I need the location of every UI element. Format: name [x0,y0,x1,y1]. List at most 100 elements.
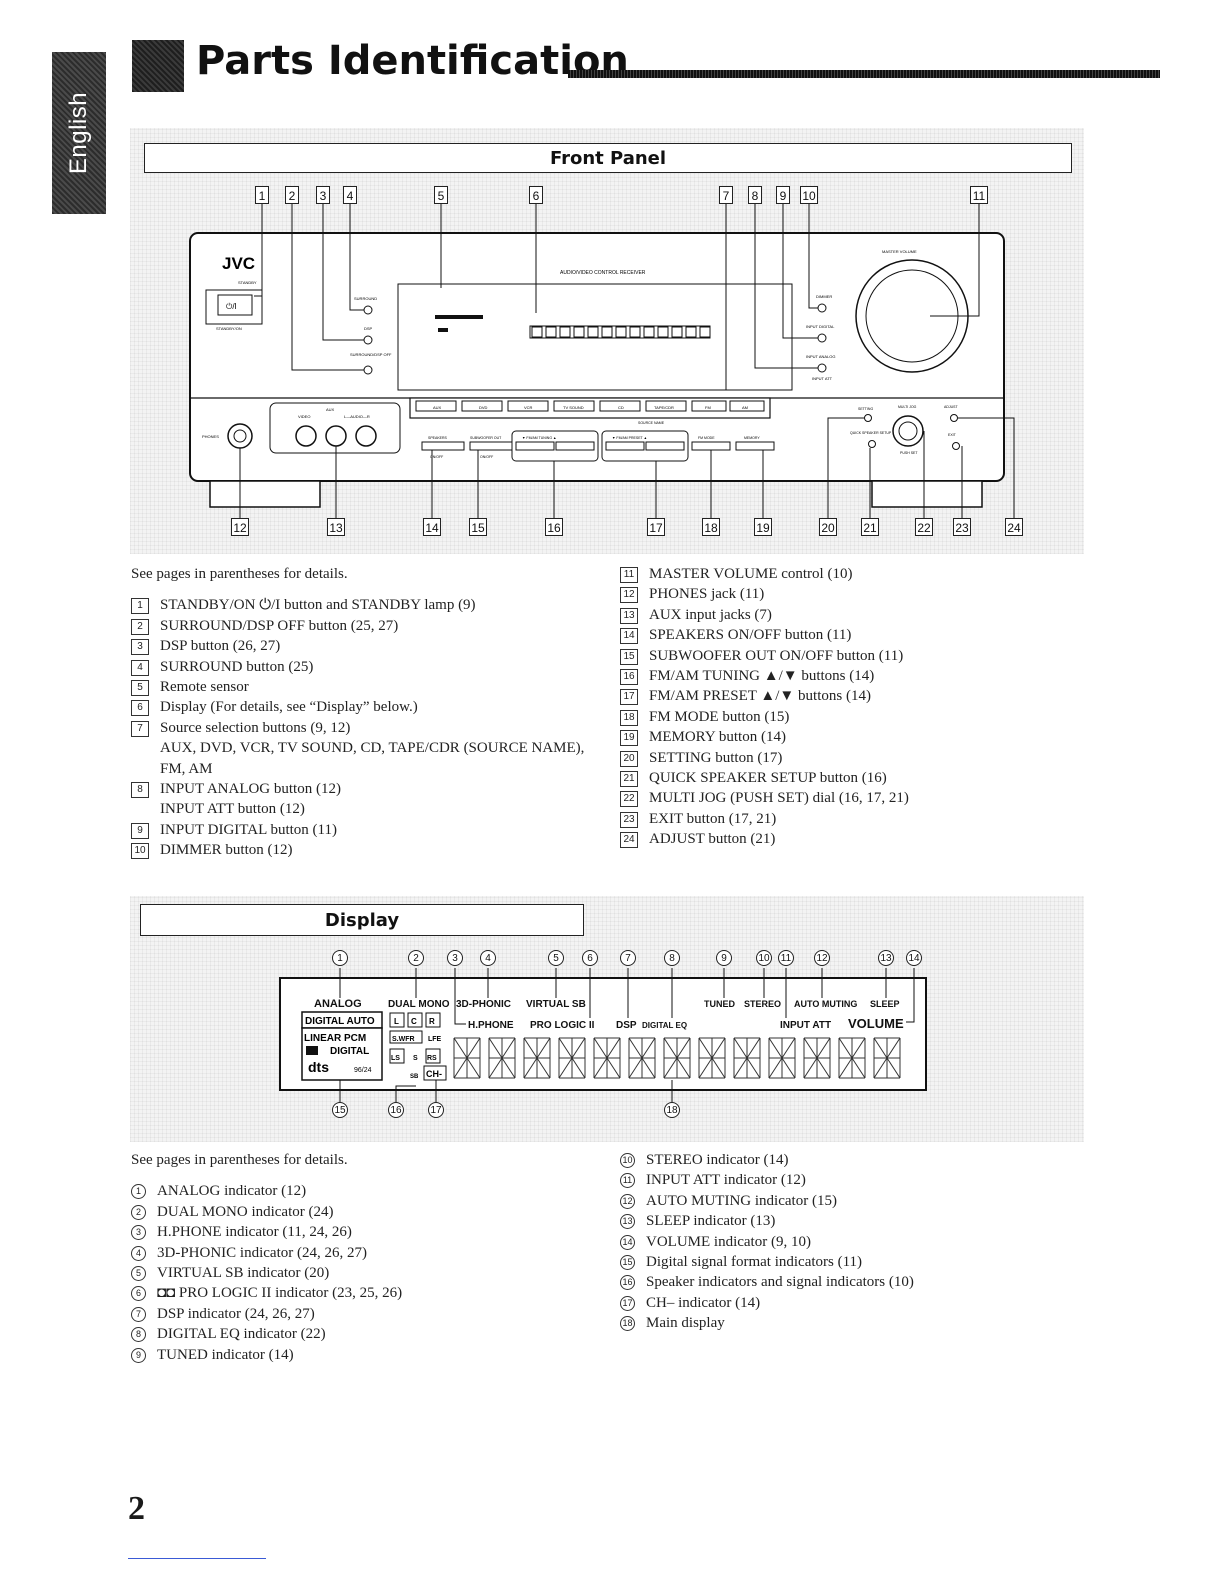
front-bottom-callout-16: 16 [545,518,563,536]
display-note-text: VOLUME indicator (9, 10) [646,1233,811,1250]
adjust-label: ADJUST [944,405,958,409]
master-volume-label: MASTER VOLUME [882,249,917,254]
ind-tuned: TUNED [704,999,735,1009]
front-note-number: 12 [620,587,638,604]
digit-cell [838,1037,866,1079]
front-note-item-7: 7 Source selection buttons (9, 12) AUX, D… [131,718,591,779]
front-note-text: MEMORY button (14) [649,729,786,746]
display-row-left [435,315,483,319]
exit-label: EXIT [948,433,957,437]
display-top-callout-14: 14 [906,950,922,966]
digit-cell [558,1037,586,1079]
display-note-item-10: 10 STEREO indicator (14) [620,1150,1080,1170]
quick-setup-button [868,440,876,448]
front-note-number: 13 [620,607,638,624]
subwoofer-button [469,441,513,451]
display-note-text: TUNED indicator (14) [157,1346,294,1363]
source-aux: AUX [433,405,442,410]
tuning-group [511,430,599,462]
display-notes-intro: See pages in parentheses for details. [131,1152,348,1168]
ind-digital-auto: DIGITAL AUTO [305,1016,375,1027]
standby-label: STANDBY [238,280,257,285]
front-note-number: 14 [620,628,638,645]
front-note-number: 5 [131,680,149,697]
right-foot [871,480,983,508]
fm-mode-button [691,441,731,451]
source-fm: FM [705,405,711,410]
front-note-text: STANDBY/ON ⏻/I button and STANDBY lamp (… [160,597,476,614]
front-bottom-callout-20: 20 [819,518,837,536]
display-note-number: 18 [620,1316,635,1332]
setting-label: SETTING [858,407,873,411]
ind-volume: VOLUME [848,1016,904,1031]
spk-s: S [413,1055,418,1062]
display-note-item-9: 9 TUNED indicator (14) [131,1345,591,1365]
front-bottom-callout-13: 13 [327,518,345,536]
front-note-number: 20 [620,750,638,767]
display-top-callout-3: 3 [447,950,463,966]
page-title: Parts Identification [196,38,629,84]
display-note-text: Speaker indicators and signal indicators… [646,1274,914,1291]
display-note-text: DSP indicator (24, 26, 27) [157,1305,315,1322]
display-bottom-callout-18: 18 [664,1102,680,1118]
display-note-item-14: 14 VOLUME indicator (9, 10) [620,1232,1080,1252]
display-top-callout-4: 4 [480,950,496,966]
front-note-number: 7 [131,720,149,737]
front-note-text: QUICK SPEAKER SETUP button (16) [649,770,887,787]
front-top-callout-1: 1 [255,186,269,204]
front-note-number: 2 [131,618,149,635]
language-label: English [65,91,92,175]
bottom-rule [128,1558,266,1559]
tuning-down-button [515,441,555,451]
display-top-callout-2: 2 [408,950,424,966]
display-note-text: STEREO indicator (14) [646,1152,789,1168]
ind-pro-logic: PRO LOGIC II [530,1020,595,1031]
fm-mode-label: FM MODE [698,436,715,440]
page-number: 2 [128,1490,145,1527]
receiver-label: AUDIO/VIDEO CONTROL RECEIVER [560,270,646,276]
source-tape-cdr: TAPE/CDR [654,405,674,410]
front-note-number: 24 [620,832,638,849]
display-top-callout-13: 13 [878,950,894,966]
display-note-number: 9 [131,1347,146,1363]
front-top-leaders [254,204,980,390]
digit-cell [733,1037,761,1079]
front-note-text: Source selection buttons (9, 12) AUX, DV… [160,719,585,777]
digit-cell [698,1037,726,1079]
front-note-item-12: 12 PHONES jack (11) [620,584,1080,604]
quick-setup-label: QUICK SPEAKER SETUP [850,431,892,435]
front-bottom-leaders [239,417,1015,518]
spk-r: R [429,1017,435,1026]
display-top-callout-7: 7 [620,950,636,966]
display-top-callout-1: 1 [332,950,348,966]
input-att-label: INPUT ATT [812,376,833,381]
front-note-number: 9 [131,822,149,839]
display-note-number: 10 [620,1153,635,1168]
front-note-number: 6 [131,700,149,717]
front-note-number: 21 [620,771,638,788]
speakers-label: SPEAKERS [428,436,448,440]
dimmer-label: DIMMER [816,294,832,299]
input-analog-button [817,363,827,373]
ind-dts: dts [308,1059,329,1075]
front-note-number: 17 [620,689,638,706]
front-panel-figure: Front Panel JVC STANDBY ⏻/I STANDBY/ON A… [130,128,1084,554]
front-note-text: PHONES jack (11) [649,586,765,603]
dsp-label: DSP [364,326,373,331]
display-note-text: DIGITAL EQ indicator (22) [157,1326,326,1343]
display-figure: Display ANALOG DUAL MONO 3D-PHONIC VIRTU… [130,896,1084,1142]
display-note-number: 14 [620,1234,635,1250]
source-dvd: DVD [479,405,488,410]
spk-lfe: LFE [428,1036,442,1043]
display-note-text: ANALOG indicator (12) [157,1183,307,1200]
